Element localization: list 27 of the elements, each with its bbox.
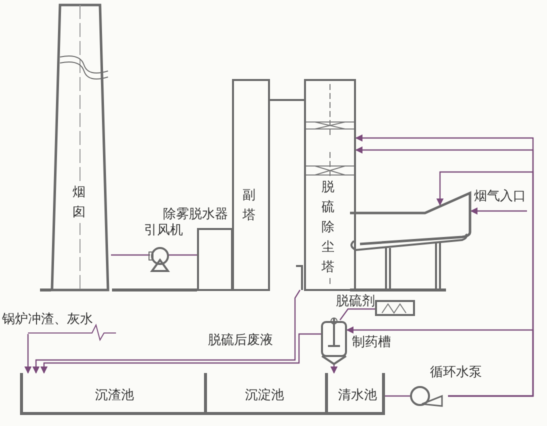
equipment-label: 循环水泵 <box>430 366 482 381</box>
pipe-line <box>340 308 376 320</box>
equipment-label: 烟气入口 <box>474 190 526 205</box>
equipment-label: 除雾脱水器 <box>163 208 228 223</box>
flow-arrow <box>470 207 527 215</box>
desulfurizer-hopper <box>336 295 416 317</box>
flow-arrow <box>40 333 322 374</box>
clear-water-pool <box>325 373 385 415</box>
settling-pool <box>20 373 204 415</box>
equipment-label: 沉淀池 <box>245 389 284 404</box>
flow-arrow <box>32 290 300 374</box>
pipe-line <box>385 395 411 397</box>
equipment-label: 引风机 <box>144 224 183 239</box>
pipe-line <box>168 254 198 256</box>
equipment-label: 脱硫剂 <box>336 295 375 310</box>
equipment-label: 脱硫除尘塔 <box>321 178 335 278</box>
equipment-label: 沉渣池 <box>95 389 134 404</box>
pipe-line <box>111 254 150 256</box>
edge-label: 脱硫后废液 <box>208 334 273 349</box>
flow-arrow <box>330 364 338 374</box>
equipment-label: 制药槽 <box>352 336 391 351</box>
text-label: 锅炉冲渣、灰水 <box>2 313 96 331</box>
flow-arrow <box>24 334 32 374</box>
settling-pool <box>204 373 325 415</box>
flow-arrow <box>346 326 534 397</box>
equipment-label: 烟囱 <box>72 183 86 223</box>
equipment-label: 清水池 <box>338 389 377 404</box>
